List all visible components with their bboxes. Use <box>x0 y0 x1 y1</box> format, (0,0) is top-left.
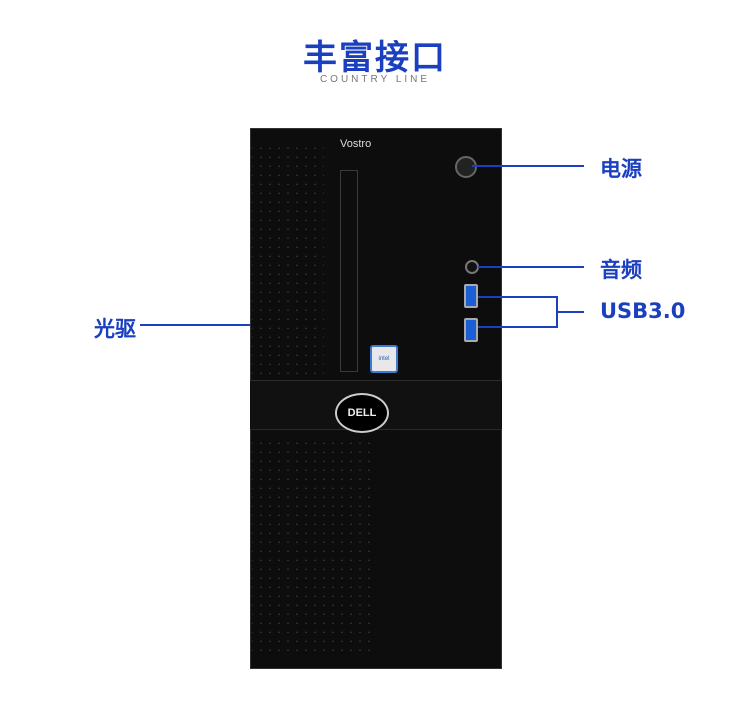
power-callout-line <box>472 165 584 167</box>
power-button-icon <box>455 156 477 178</box>
audio-jack-icon <box>465 260 479 274</box>
power-callout-label: 电源 <box>600 157 642 181</box>
page-title: 丰富接口 <box>303 38 447 78</box>
optical-drive-slot <box>340 170 358 372</box>
brand-label: Vostro <box>340 138 372 150</box>
dell-logo: DELL <box>335 393 389 433</box>
usb-bracket-top <box>478 296 558 298</box>
usb-port-icon <box>464 318 478 342</box>
usb-port-icon <box>464 284 478 308</box>
optical-drive-callout-label: 光驱 <box>94 317 136 341</box>
page-subtitle: COUNTRY LINE <box>319 74 431 85</box>
optical-drive-callout-line <box>140 324 250 326</box>
audio-callout-label: 音频 <box>600 258 642 282</box>
usb-callout-label: USB3.0 <box>600 299 686 323</box>
front-mesh-upper <box>252 140 324 380</box>
audio-callout-line <box>478 266 584 268</box>
usb-bracket-bottom <box>478 326 558 328</box>
cpu-badge: intel <box>370 345 398 373</box>
usb-callout-line <box>556 311 584 313</box>
front-mesh-lower <box>252 435 372 655</box>
